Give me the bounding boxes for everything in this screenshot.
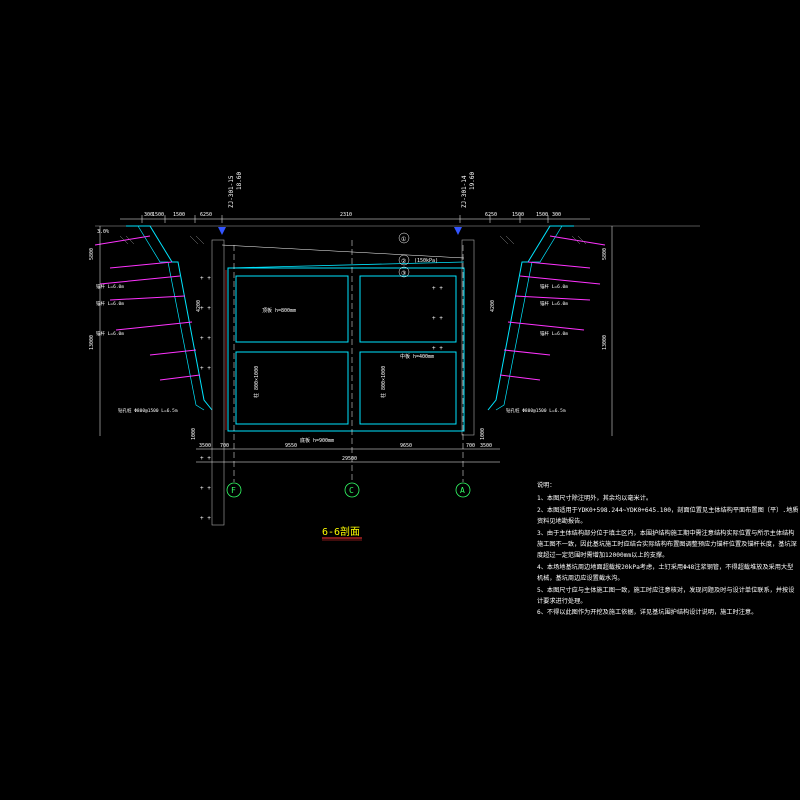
borehole-right-id: ZJ-301-14 — [461, 175, 468, 208]
top-dim-ticks — [141, 215, 549, 223]
svg-text:+ +: + + — [200, 485, 211, 492]
right-pile — [461, 239, 475, 436]
svg-text:+ +: + + — [200, 455, 211, 462]
axis-lines — [233, 240, 464, 482]
note-2: 2、本图适用于YDK0+598.244~YDK0+645.100，剖面位置见主体… — [537, 506, 799, 526]
note-1: 1、本图尺寸除注明外，其余均以毫米计。 — [537, 495, 653, 503]
top-dim-r1: 6250 — [485, 212, 497, 218]
svg-text:+ +: + + — [200, 275, 211, 282]
bottom-dim-ml: 9550 — [285, 443, 297, 449]
roof-grade-line — [221, 244, 465, 259]
notes-block: 说明： 1、本图尺寸除注明外，其余均以毫米计。 2、本图适用于YDK0+598.… — [537, 480, 799, 619]
beam-left-label: 顶板 h=800mm — [262, 307, 296, 314]
top-dim-l2: 1500 — [152, 212, 164, 218]
left-slope-inner — [137, 225, 205, 411]
bottom-dim-mr: 9650 — [400, 443, 412, 449]
right-anchors — [499, 235, 606, 381]
note-5: 5、本图尺寸应与主体施工图一致，施工时应注意核对，发现问题及时与设计单位联系，并… — [537, 586, 795, 606]
left-lower-dim: 13000 — [89, 335, 95, 350]
left-inner-dim: 4200 — [196, 300, 202, 312]
top-dim-l1: 300 — [144, 212, 153, 218]
borehole-left-marker — [218, 227, 226, 235]
top-dim-l3: 1500 — [173, 212, 185, 218]
col-right-label: 柱 800×1000 — [380, 366, 387, 398]
left-upper-dim: 5800 — [89, 248, 95, 260]
right-slope-outer — [487, 225, 574, 411]
anchor-right-2: 锚杆 L=6.0m — [540, 300, 568, 307]
slab-bottom-label: 底板 h=900mm — [300, 437, 334, 444]
top-dim-r3: 1500 — [536, 212, 548, 218]
left-pile-dots: + + + + + + + + + + + + + + — [200, 275, 211, 522]
circle-1-label: ① — [401, 236, 406, 243]
anchor-left-1: 锚杆 L=6.0m — [96, 283, 124, 290]
borehole-left-value: 18.60 — [236, 172, 243, 190]
anchor-left-2: 锚杆 L=6.0m — [96, 300, 124, 307]
svg-text:+ +: + + — [200, 515, 211, 522]
right-upper-dim: 5800 — [602, 248, 608, 260]
structure-box — [227, 267, 465, 432]
svg-text:+ +: + + — [432, 315, 443, 322]
axis-A-label: A — [460, 486, 465, 495]
right-pile-dots: + + + + + + — [432, 285, 443, 352]
anchor-right-1: 锚杆 L=6.0m — [540, 283, 568, 290]
svg-text:+ +: + + — [200, 365, 211, 372]
note-6: 6、不得以此图作为开挖及施工依据，详见基坑围护结构设计说明，施工时注意。 — [537, 609, 758, 617]
note-3: 3、由于主体结构部分位于填土区内，本围护结构施工期中需注意结构实际位置与所示主体… — [537, 529, 797, 560]
bottom-dim-r2: 3500 — [480, 443, 492, 449]
bottom-dim-l1: 3500 — [199, 443, 211, 449]
right-lower-dim: 13000 — [602, 335, 608, 350]
left-slope-outer — [126, 225, 213, 411]
bottom-right-side-dim: 1000 — [480, 428, 486, 440]
borehole-left-id: ZJ-301-15 — [228, 175, 235, 208]
section-title: 6-6剖面 — [322, 525, 360, 538]
svg-text:+ +: + + — [200, 335, 211, 342]
bottom-dim-l2: 700 — [220, 443, 229, 449]
top-dim-center: 2310 — [340, 212, 352, 218]
circle-3-label: ③ — [401, 270, 406, 277]
axis-C-label: C — [349, 486, 354, 495]
mid-annot: (150kPa) — [414, 258, 438, 264]
svg-text:+ +: + + — [432, 285, 443, 292]
ground-slope-label: 3.0% — [97, 229, 109, 235]
axis-A-bubble — [455, 482, 471, 498]
axis-F-label: F — [231, 486, 236, 495]
left-soil-hatch — [119, 235, 205, 245]
top-dim-r2: 1500 — [512, 212, 524, 218]
beam-right-label: 中板 h=400mm — [400, 353, 434, 360]
borehole-right-marker — [454, 227, 462, 235]
note-4: 4、本场地基坑周边地面超载按20kPa考虑，土钉采用Φ48注浆钢管，不得超载堆放… — [537, 563, 794, 583]
anchor-right-3: 锚杆 L=6.0m — [540, 330, 568, 337]
pile-right-label: 钻孔桩 Φ800@1500 L=6.5m — [506, 407, 566, 414]
notes-title: 说明： — [537, 482, 556, 489]
bottom-dim-total: 29500 — [342, 456, 357, 462]
col-left-label: 柱 800×1000 — [253, 366, 260, 398]
top-dim-l4: 6250 — [200, 212, 212, 218]
svg-text:+ +: + + — [432, 345, 443, 352]
right-slope-inner — [495, 225, 563, 411]
left-pile — [211, 239, 225, 526]
axis-F-bubble — [226, 482, 242, 498]
borehole-right-value: 19.60 — [469, 172, 476, 190]
svg-text:+ +: + + — [200, 305, 211, 312]
circle-2 — [398, 254, 410, 266]
bottom-left-side-dim: 1000 — [191, 428, 197, 440]
bottom-dim-r1: 700 — [466, 443, 475, 449]
right-soil-hatch — [499, 235, 587, 245]
anchor-left-3: 锚杆 L=6.0m — [96, 330, 124, 337]
pile-left-label: 钻孔桩 Φ800@1500 L=6.5m — [118, 407, 178, 414]
top-dim-r4: 300 — [552, 212, 561, 218]
left-anchors — [94, 235, 201, 381]
right-inner-dim: 4200 — [490, 300, 496, 312]
circle-2-label: ② — [401, 258, 406, 265]
roof-slope — [227, 261, 465, 269]
circle-3 — [398, 266, 410, 278]
circle-1 — [398, 232, 410, 244]
axis-C-bubble — [344, 482, 360, 498]
